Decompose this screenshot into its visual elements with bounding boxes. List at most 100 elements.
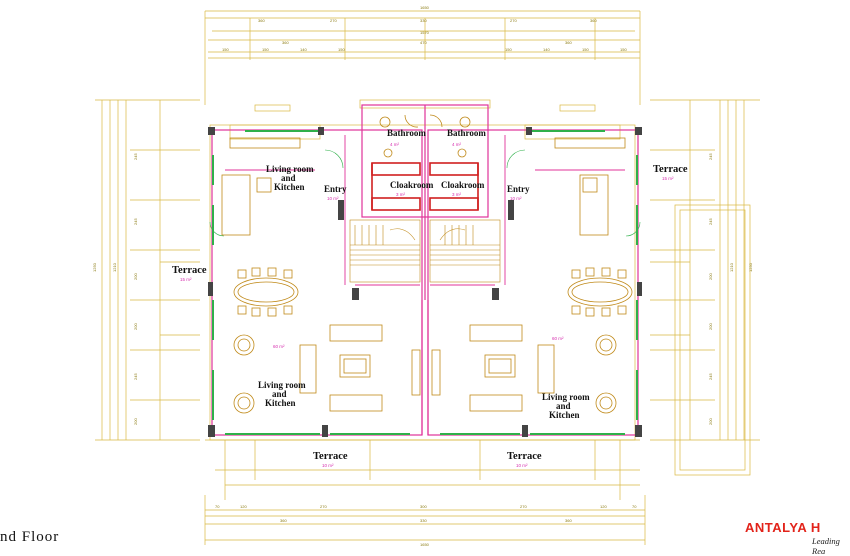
- dim-top-row4-8: 150: [620, 47, 627, 52]
- stairs: [349, 219, 501, 283]
- dim-bot-3: 270: [320, 504, 327, 509]
- room-labels: Bathroom 4 m² Bathroom 4 m² Cloakroom 3 …: [172, 128, 688, 468]
- kitchen-island-right: [579, 174, 609, 236]
- sofa-right-side: [537, 344, 555, 394]
- floor-title: nd Floor: [0, 529, 60, 545]
- brand-logo: ANTALYA H: [745, 520, 821, 535]
- label-living-top-left-2: and: [281, 173, 296, 183]
- label-living-top-left-3: Kitchen: [274, 182, 305, 192]
- area-entry-left: 10 m²: [327, 196, 339, 201]
- area-terrace-bottom-left: 10 m²: [322, 463, 334, 468]
- dim-right-8: 200: [708, 418, 713, 425]
- sofa-left-side: [299, 344, 317, 394]
- dim-left-5: 200: [133, 273, 138, 280]
- dim-bot-1: 70: [215, 504, 220, 509]
- dim-left-2: 1210: [112, 262, 117, 272]
- label-living-right-3: Kitchen: [549, 410, 580, 420]
- dim-right-6: 200: [708, 323, 713, 330]
- dim-top-row3-1: 360: [282, 40, 289, 45]
- dim-top-1: 360: [258, 18, 265, 23]
- dim-bot-total: 1650: [420, 542, 430, 547]
- area-cloakroom-right: 3 m²: [452, 192, 462, 197]
- label-living-right-1: Living room: [542, 392, 590, 402]
- dim-bot-2: 120: [240, 504, 247, 509]
- dim-left-3: 245: [133, 153, 138, 160]
- dim-top-row3-2: 470: [420, 40, 427, 45]
- sofa-left-bottom: [329, 394, 383, 412]
- area-bathroom-right: 4 m²: [452, 142, 462, 147]
- label-terrace-bottom-left: Terrace: [313, 451, 348, 462]
- label-living-top-left-1: Living room: [266, 164, 314, 174]
- area-entry-right: 10 m²: [510, 196, 522, 201]
- area-terrace-left: 15 m²: [180, 277, 192, 282]
- dim-top-5: 360: [590, 18, 597, 23]
- dim-top-row4-2: 150: [262, 47, 269, 52]
- dim-right-3: 245: [708, 153, 713, 160]
- sofa-left-top: [329, 324, 383, 342]
- dim-top-row4-7: 150: [582, 47, 589, 52]
- label-entry-right: Entry: [507, 184, 530, 194]
- walls: [208, 104, 642, 437]
- area-terrace-right: 15 m²: [662, 176, 674, 181]
- dining-table-right: [567, 277, 633, 307]
- label-terrace-right: Terrace: [653, 164, 688, 175]
- door-swings: [209, 149, 641, 237]
- area-bathroom-left: 4 m²: [390, 142, 400, 147]
- dim-top-4: 270: [510, 18, 517, 23]
- dim-bot-6: 120: [600, 504, 607, 509]
- brand-slogan: Leading Rea: [812, 536, 840, 556]
- label-cloakroom-left: Cloakroom: [390, 180, 434, 190]
- dim-top-row3-3: 360: [565, 40, 572, 45]
- sofa-right-bottom: [469, 394, 523, 412]
- label-bathroom-left: Bathroom: [387, 128, 426, 138]
- sofa-right-top: [469, 324, 523, 342]
- dim-top-row4-1: 150: [222, 47, 229, 52]
- dim-top-row4-6: 140: [543, 47, 550, 52]
- dim-right-1: 1250: [748, 262, 753, 272]
- area-terrace-bottom-right: 10 m²: [516, 463, 528, 468]
- dim-right-5: 200: [708, 273, 713, 280]
- area-cloakroom-left: 3 m²: [396, 192, 406, 197]
- dim-top-row4-4: 150: [338, 47, 345, 52]
- dim-top-row2: 1570: [420, 30, 430, 35]
- label-entry-left: Entry: [324, 184, 347, 194]
- dim-bot-row2-2: 330: [420, 518, 427, 523]
- dim-bot-row2-1: 360: [280, 518, 287, 523]
- label-living-bottom-left-2: and: [272, 389, 287, 399]
- dim-left-7: 245: [133, 373, 138, 380]
- dim-top-row4-5: 150: [505, 47, 512, 52]
- dim-right-2: 1210: [729, 262, 734, 272]
- furniture: [221, 114, 633, 414]
- dining-table-left: [233, 277, 299, 307]
- dim-right-4: 245: [708, 218, 713, 225]
- label-bathroom-right: Bathroom: [447, 128, 486, 138]
- label-cloakroom-right: Cloakroom: [441, 180, 485, 190]
- dim-top-total: 1650: [420, 5, 430, 10]
- stove-left: [256, 177, 272, 193]
- dim-left-8: 200: [133, 418, 138, 425]
- area-living-right: 60 m²: [552, 336, 564, 341]
- kitchen-island-left: [221, 174, 251, 236]
- coffee-table-right: [484, 354, 516, 378]
- dim-bot-4: 300: [420, 504, 427, 509]
- coffee-table-left: [339, 354, 371, 378]
- label-living-bottom-left-3: Kitchen: [265, 398, 296, 408]
- dim-left-1: 1250: [92, 262, 97, 272]
- label-terrace-left: Terrace: [172, 265, 207, 276]
- stove-right: [582, 177, 598, 193]
- dimension-values: 1650 360 270 330 270 360 1570 360 470 36…: [92, 5, 753, 547]
- dim-right-7: 245: [708, 373, 713, 380]
- dim-bot-row2-3: 360: [565, 518, 572, 523]
- dim-top-3: 330: [420, 18, 427, 23]
- dim-top-2: 270: [330, 18, 337, 23]
- dim-bot-7: 70: [632, 504, 637, 509]
- dim-top-row4-3: 140: [300, 47, 307, 52]
- area-living-left: 60 m²: [273, 344, 285, 349]
- dimension-lines: [95, 10, 760, 545]
- dim-bot-5: 270: [520, 504, 527, 509]
- label-terrace-bottom-right: Terrace: [507, 451, 542, 462]
- label-living-bottom-left-1: Living room: [258, 380, 306, 390]
- label-living-right-2: and: [556, 401, 571, 411]
